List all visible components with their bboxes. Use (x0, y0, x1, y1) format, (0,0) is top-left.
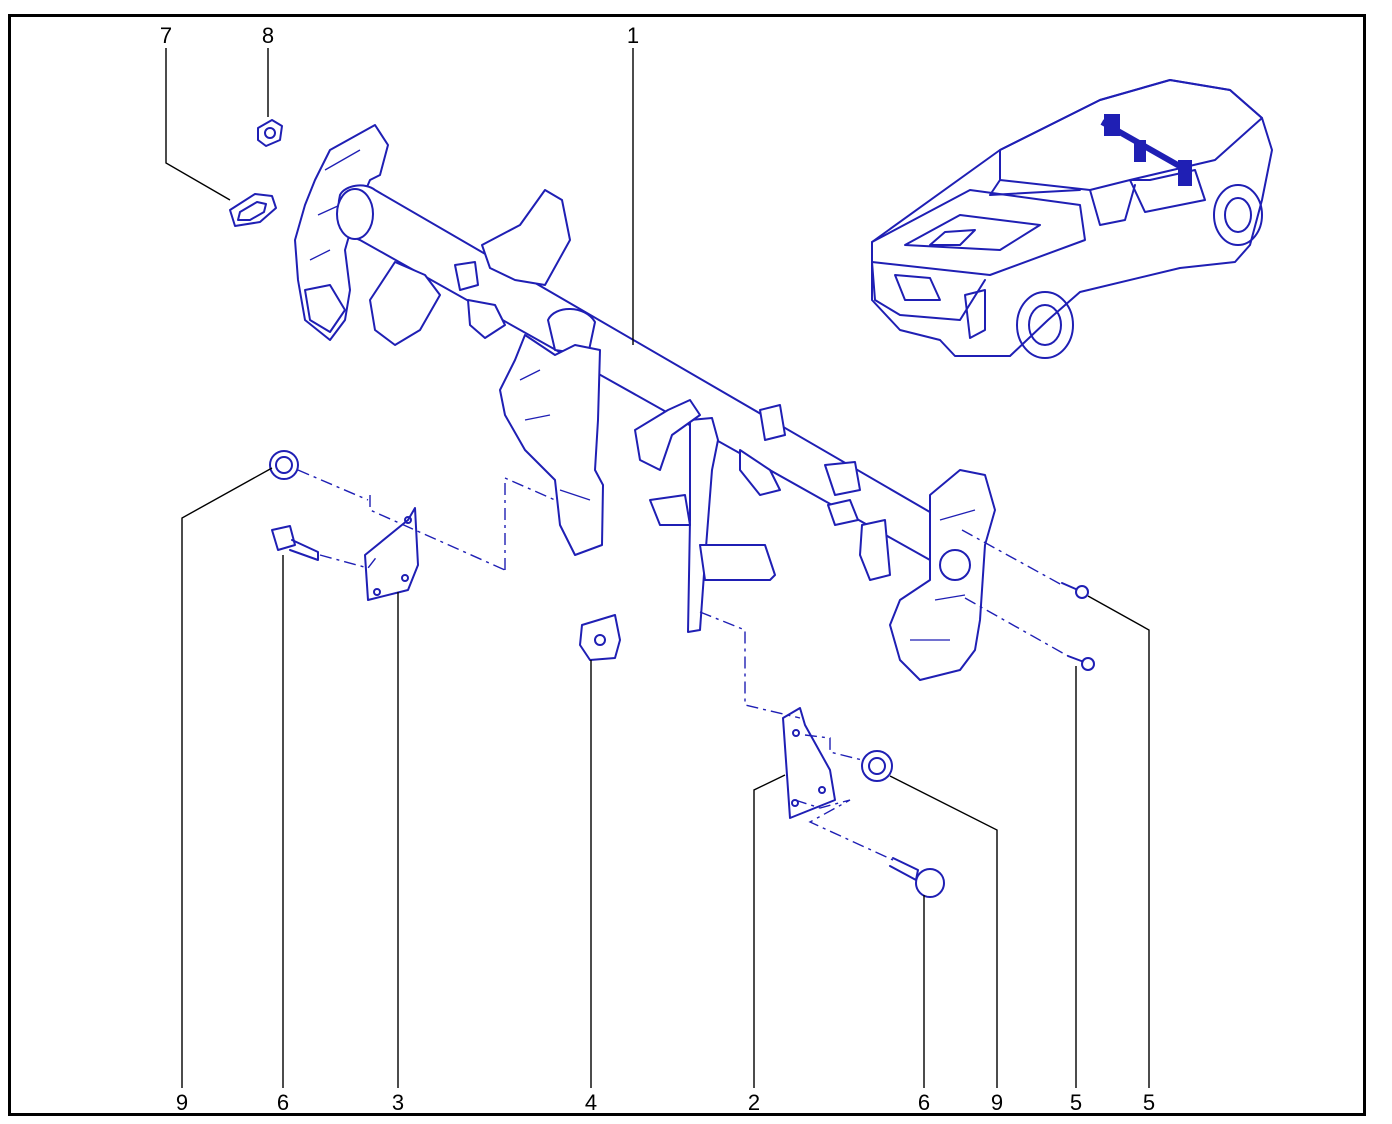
callout-5-right: 5 (1143, 1090, 1155, 1115)
callout-2: 2 (748, 1090, 760, 1115)
callout-5-left: 5 (1070, 1090, 1082, 1115)
flange-nut-right (861, 750, 893, 782)
callout-9-right: 9 (991, 1090, 1003, 1115)
callout-labels: 1 7 8 9 6 3 4 2 6 9 5 5 (160, 23, 1155, 1115)
screw-lower (1067, 655, 1095, 671)
callout-1: 1 (627, 23, 639, 48)
bracket-left (364, 507, 419, 601)
clip-fastener (257, 119, 283, 147)
assembly-lines (297, 469, 1069, 861)
diagram-frame (8, 14, 1366, 1116)
callout-3: 3 (392, 1090, 404, 1115)
callout-6-right: 6 (918, 1090, 930, 1115)
bolt-right (889, 857, 945, 898)
bracket-right (782, 707, 836, 819)
callout-6-left: 6 (277, 1090, 289, 1115)
screw-upper (1061, 582, 1089, 599)
flange-nut-left (269, 450, 299, 480)
callout-8: 8 (262, 23, 274, 48)
leader-lines (165, 48, 1150, 1088)
callout-9-left: 9 (176, 1090, 188, 1115)
cross-car-beam (294, 124, 996, 681)
callout-7: 7 (160, 23, 172, 48)
callout-4: 4 (585, 1090, 597, 1115)
bracket-small (579, 614, 621, 661)
bolt-left (271, 525, 319, 561)
seal-grommet (229, 193, 277, 227)
vehicle-illustration (871, 79, 1273, 359)
